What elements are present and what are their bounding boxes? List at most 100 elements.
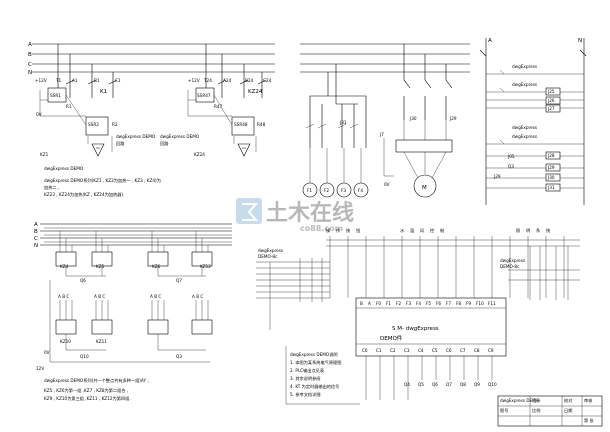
motor-label: M (422, 185, 427, 191)
k1-circuit: A1 B1 C1 K1 +12V 0V T1 SSR1 SSR2 R1 R2 K… (35, 44, 156, 157)
title-block: dwgExpress DEMO 设计 校对 审核 图号 比例 日期 第 张 (497, 395, 603, 427)
out-q8: Q8 (460, 382, 466, 387)
ssr48-label: SSR48 (234, 122, 248, 127)
plc-section: 操 作 按 钮 水 温 风 控 制 照 明 系 统 dwgExpress DEM… (256, 227, 580, 405)
label-q6: Q6 (80, 278, 86, 283)
coil-j30-label: J30 (547, 175, 555, 180)
ssr-block-5 (55, 319, 77, 335)
ssr-label-kz6: KZ6 (152, 264, 161, 269)
fan-f3-label: F3 (341, 188, 346, 193)
plc-top-9: 照 (516, 228, 520, 234)
r48-label: R48 (257, 122, 266, 127)
pin-bottom-1: C1 (376, 348, 382, 353)
mid-bus-b: B (34, 229, 38, 235)
plc-top-12: 统 (546, 227, 550, 234)
fan-f2-label: F2 (324, 188, 329, 193)
top-left-notes: dwgExpress DEMO dwgExpress DEMO系列(KZ1 , … (44, 166, 161, 198)
k24-circuit: A24 B24 C24 KZ24 +12V T24 SSR47 SSR48 R4… (160, 44, 272, 157)
coil-j29 (545, 163, 561, 172)
note-line-4: KZ23 , KZ24为加热(KZ , KZ24为加热器). (44, 191, 124, 198)
pin-bottom-9: C9 (488, 348, 494, 353)
pin-bottom-3: C3 (404, 348, 410, 353)
k24-label-b24: B24 (245, 78, 254, 83)
ssr2-label: SSR2 (88, 122, 99, 127)
kz24-label: KZ24 (248, 89, 263, 95)
k1-label-b1: B1 (94, 78, 100, 83)
pin-bottom-0: C0 (362, 348, 368, 353)
coil-j29-label: J29 (547, 165, 555, 170)
bus-label-a: A (28, 42, 32, 48)
label-j30: J30 (409, 116, 417, 121)
coil-j30 (545, 173, 561, 182)
legend-5: 5. 参考文档详细 (290, 391, 320, 398)
ssr-block-6 (91, 319, 113, 335)
coil-j26 (545, 96, 561, 105)
plc-body (355, 297, 507, 357)
ladder-side-j29: J29 (493, 174, 501, 179)
label-0v-mid: 0V (44, 350, 50, 355)
ladder-side-q3: Q3 (508, 164, 514, 169)
watermark-sub: co88.com (300, 224, 343, 233)
pin-top-2: F0 (376, 301, 381, 306)
ladder-rungs (486, 69, 584, 189)
ladder-top-a: A (488, 38, 492, 44)
ladder-item-label-1: dwgExpress (512, 82, 537, 87)
k1-label-a1: A1 (72, 78, 78, 83)
pin-top-3: F1 (386, 301, 391, 306)
plc-left-1: DEMO-8c (258, 254, 278, 259)
pin-bottom-6: C6 (446, 348, 452, 353)
mid-left-array: A B C N KZ4 KZ5 KZ6 KZ12 Q6 Q7 A B C A B… (34, 222, 232, 402)
abc-2: A B C (94, 294, 105, 299)
right-ladder: A N dwgExpress dwgExpress dwgExpress dwg… (479, 38, 587, 205)
plc-top-10: 明 (526, 228, 530, 234)
plc-right-0: dwgExpress (500, 258, 525, 263)
title-block-frame (497, 395, 603, 427)
label-j31: J31 (339, 120, 347, 125)
tb-cell-6: 日期 (564, 408, 572, 414)
plc-top-0: 操 (326, 227, 331, 234)
ssr2-box (85, 116, 109, 136)
label-12v-right: +12V (188, 78, 200, 83)
plc-subtitle: DEMO件 (380, 334, 403, 342)
ladder-side-j05: J05 (507, 154, 515, 159)
ssr-label-kz10: KZ10 (60, 339, 71, 344)
tb-cell-0: dwgExpress DEMO (500, 398, 540, 403)
label-t1: T1 (55, 78, 62, 83)
ssr-block-7 (147, 319, 169, 335)
pin-top-6: F4 (416, 301, 421, 306)
ladder-top-n: N (578, 38, 582, 44)
top-left-bus: A B C N (28, 42, 275, 76)
watermark: 土木在线 co88.com (236, 198, 354, 233)
ssr-label-kz11: KZ11 (96, 339, 107, 344)
ssr-label-kz12: KZ12 (200, 264, 211, 269)
coil-j26-label: J26 (547, 98, 555, 103)
k1-label: K1 (100, 89, 107, 95)
plc-right-1: DEMO-8c (500, 264, 520, 269)
plc-top-1: 作 (336, 227, 341, 234)
mid-note-2: KZ5 , KZ6为第一组 ,KZ7 , KZ8为第二组合 , (44, 387, 128, 394)
pin-bottom-2: C2 (390, 348, 396, 353)
pin-top-12: F10 (476, 301, 484, 306)
label-j7: J7 (379, 132, 384, 137)
legend-0: dwgExpress DEMO说明 (290, 351, 338, 358)
plc-top-2: 按 (346, 227, 350, 234)
plc-top-11: 系 (536, 227, 540, 233)
mid-bus-a: A (34, 222, 38, 228)
ssr-label-kz4: KZ4 (60, 264, 69, 269)
ssr48-box (231, 116, 255, 136)
fan-f4-label: F4 (358, 188, 363, 193)
watermark-logo-icon (236, 198, 262, 224)
note-line-1: dwgExpress DEMO (44, 166, 84, 171)
k24-label-a24: A24 (223, 78, 232, 83)
tb-cell-2: 校对 (564, 397, 572, 404)
k1-label-c1: C1 (115, 78, 121, 83)
coil-j31 (545, 183, 561, 192)
pin-top-7: F5 (426, 301, 431, 306)
ladder-item-label-0: dwgExpress (512, 64, 537, 69)
note-k24: 回路 (160, 140, 169, 147)
coil-j27-label: J27 (547, 106, 555, 111)
mid-bus-c: C (34, 236, 38, 242)
plc-pins-bottom: C0 C1 C2 C3 C4 C5 C6 C7 C8 C9 (362, 348, 494, 353)
note-k1: 回路 (116, 140, 125, 147)
pin-bottom-8: C8 (474, 348, 480, 353)
